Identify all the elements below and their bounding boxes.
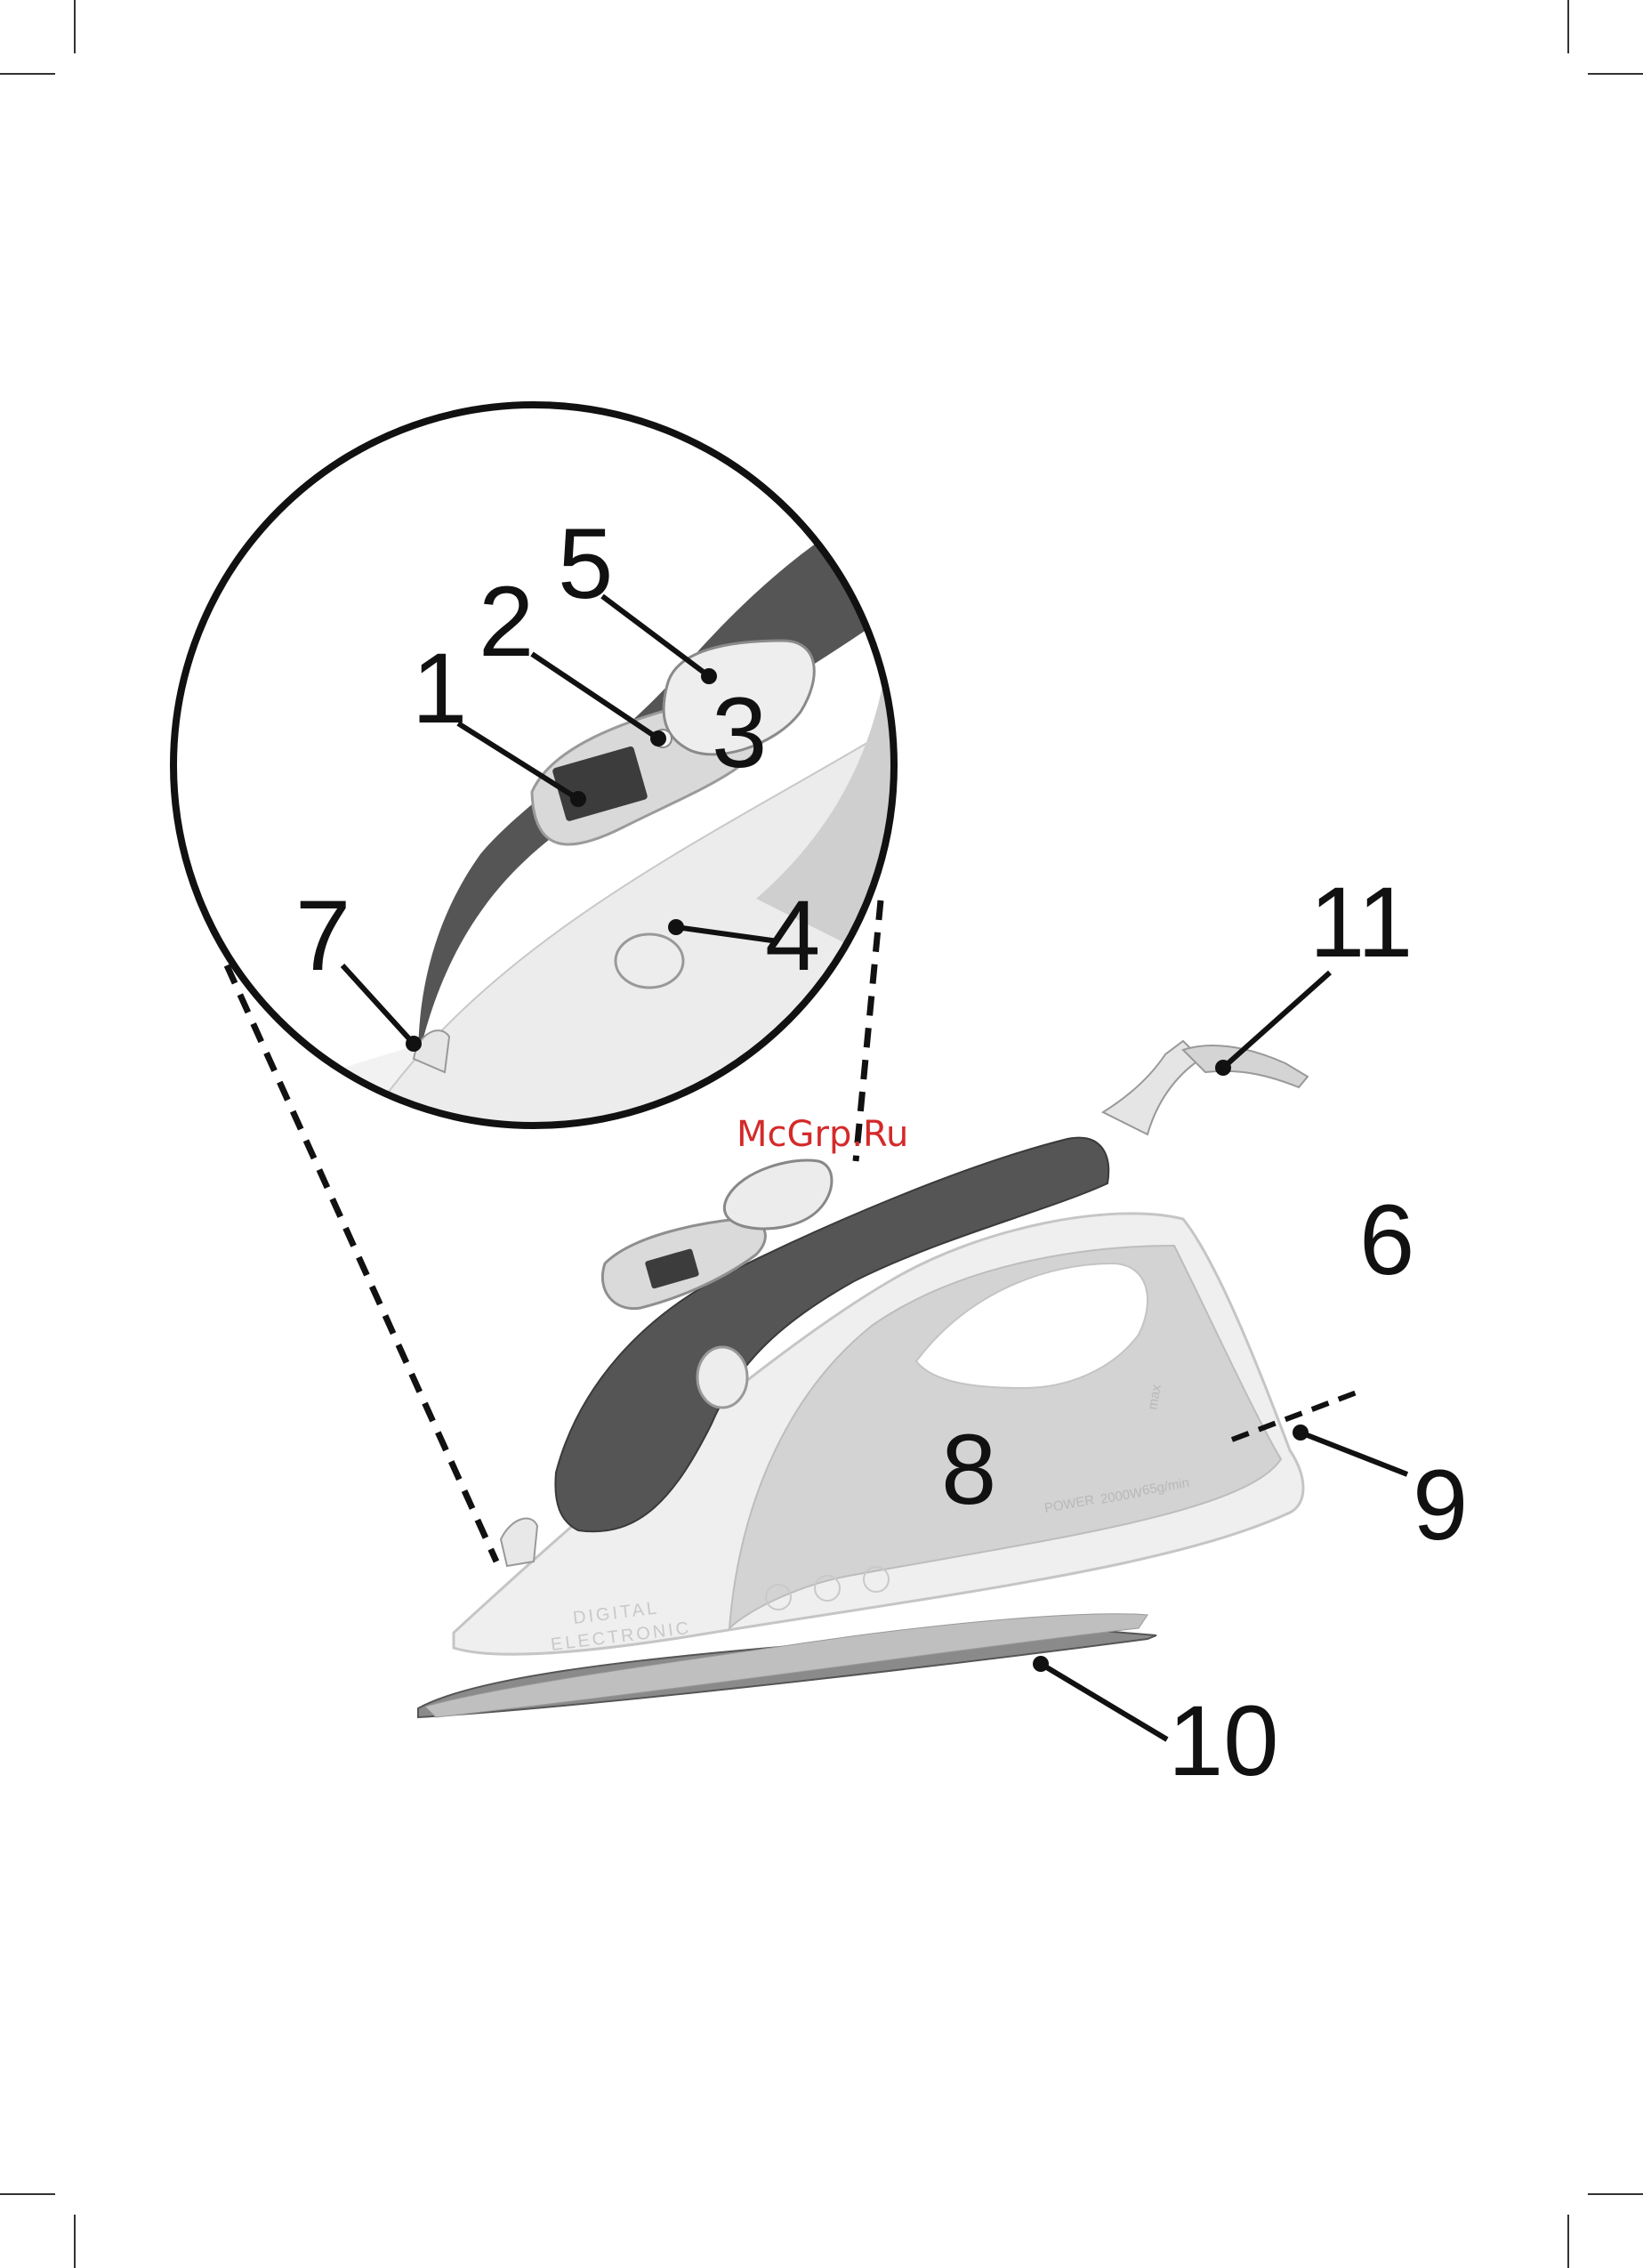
callout-4: 4	[765, 880, 820, 991]
callout-3: 3	[712, 677, 767, 788]
callout-7: 7	[295, 880, 350, 991]
temperature-dial	[697, 1347, 747, 1408]
steam-button	[724, 1160, 832, 1229]
spray-nozzle	[501, 1519, 537, 1566]
watermark: McGrp.Ru	[737, 1114, 908, 1155]
callout-10: 10	[1168, 1685, 1279, 1796]
callout-5: 5	[558, 508, 613, 619]
power-cord	[1183, 1045, 1308, 1087]
callout-8: 8	[941, 1414, 996, 1525]
callout-9: 9	[1413, 1449, 1468, 1561]
cord-guard	[1103, 1041, 1201, 1134]
callout-2: 2	[479, 566, 534, 677]
callout-6: 6	[1359, 1184, 1414, 1295]
callout-1: 1	[412, 633, 467, 744]
callout-11: 11	[1309, 867, 1413, 978]
